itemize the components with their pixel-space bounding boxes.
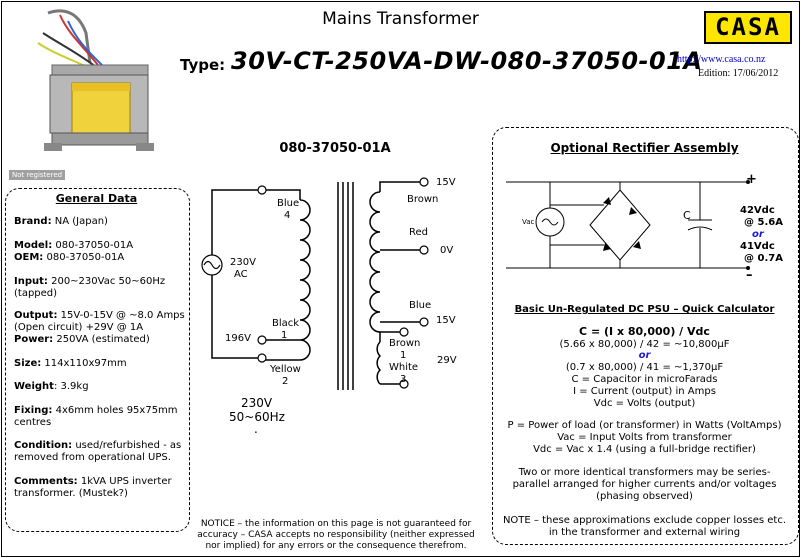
secondary-blue-label: Blue	[409, 300, 432, 311]
secondary-brown-label: Brown	[407, 194, 439, 205]
secondary-red-label: Red	[409, 227, 428, 238]
output-42v: 42Vdc	[740, 205, 775, 216]
calc-def-i: I = Current (output) in Amps	[573, 386, 716, 397]
primary-yellow-number: 2	[282, 376, 289, 387]
primary-black-label: Black	[272, 318, 300, 329]
rating-frequency: 50~60Hz	[229, 410, 285, 424]
source-voltage-label: 230V	[230, 257, 256, 268]
type-label: Type:	[180, 56, 226, 74]
vac-label: Vac	[522, 218, 535, 226]
primary-black-number: 1	[281, 330, 288, 341]
dc-minus: –	[746, 268, 753, 283]
secondary-15v-bottom: 15V	[436, 315, 456, 326]
type-value: 30V-CT-250VA-DW-080-37050-01A	[231, 47, 703, 75]
condition-row: Condition: used/refurbished - as removed…	[14, 440, 182, 463]
aux-white-label: White	[389, 362, 419, 373]
weight-row: Weight: 3.9kg	[14, 381, 89, 392]
calculator-title: Basic Un-Regulated DC PSU – Quick Calcul…	[514, 304, 775, 315]
rectifier-title: Optional Rectifier Assembly	[550, 141, 739, 155]
capacitor-label: C	[683, 209, 691, 222]
page-title: Mains Transformer	[322, 9, 479, 29]
output-42v-current: @ 5.6A	[744, 217, 783, 228]
general-data-box	[5, 188, 190, 532]
rating-dot: .	[254, 422, 258, 436]
power-row: Power: 250VA (estimated)	[14, 334, 150, 345]
primary-yellow-label: Yellow	[270, 364, 301, 375]
casa-logo: CASA	[704, 11, 792, 44]
output-41v-current: @ 0.7A	[744, 253, 783, 264]
aux-white-number: 3	[400, 374, 407, 385]
aux-brown-number: 1	[400, 350, 407, 361]
calc-def-c: C = Capacitor in microFarads	[571, 374, 718, 385]
rating-voltage: 230V	[241, 396, 273, 410]
website-link[interactable]: http://www.casa.co.nz	[677, 54, 766, 65]
aux-29v: 29V	[437, 355, 457, 366]
calc-def-vdc: Vdc = Volts (output)	[593, 398, 696, 409]
brand-row: Brand: NA (Japan)	[14, 216, 108, 227]
calc-power-def: P = Power of load (or transformer) in Wa…	[507, 420, 782, 431]
transformer-schematic	[201, 177, 429, 390]
approx-note-2: in the transformer and external wiring	[548, 527, 741, 538]
output-row: Output: 15V-0-15V @ ~8.0 Amps (Open circ…	[14, 310, 185, 333]
output-or: or	[752, 229, 764, 240]
general-data-title: General Data	[55, 192, 138, 205]
aux-brown-label: Brown	[389, 338, 421, 349]
calc-vac-def: Vac = Input Volts from transformer	[557, 432, 732, 443]
series-note-2: parallel arranged for higher currents an…	[512, 479, 777, 490]
disclaimer-notice: NOTICE – the information on this page is…	[197, 519, 475, 551]
fixing-row: Fixing: 4x6mm holes 95x75mm centres	[14, 405, 178, 428]
calc-or: or	[638, 350, 651, 361]
rectifier-schematic	[506, 180, 750, 270]
comments-row: Comments: 1kVA UPS inverter transformer.…	[14, 476, 172, 499]
calc-example-1: (5.66 x 80,000) / 42 = ~10,800µF	[559, 339, 730, 350]
calc-formula: C = (I x 80,000) / Vdc	[579, 325, 710, 338]
calc-vdc-formula: Vdc = Vac x 1.4 (using a full-bridge rec…	[533, 444, 756, 455]
secondary-0v: 0V	[440, 245, 454, 256]
series-note-1: Two or more identical transformers may b…	[518, 467, 771, 478]
model-row: Model: 080-37050-01A	[14, 240, 134, 251]
secondary-15v-top: 15V	[436, 177, 456, 188]
transformer-photo	[8, 3, 166, 181]
series-note-3: (phasing observed)	[596, 491, 693, 502]
tap-196v-label: 196V	[225, 333, 251, 344]
oem-row: OEM: 080-37050-01A	[14, 252, 125, 263]
primary-blue-label: Blue	[277, 198, 300, 209]
dc-plus: +	[746, 172, 757, 187]
diagram-model-number: 080-37050-01A	[279, 141, 391, 156]
primary-blue-number: 4	[284, 210, 291, 221]
edition-date: Edition: 17/06/2012	[698, 68, 779, 79]
input-row: Input: 200~230Vac 50~60Hz (tapped)	[14, 276, 166, 299]
not-registered-badge: Not registered	[9, 170, 66, 180]
rectifier-box	[492, 127, 799, 545]
size-row: Size: 114x110x97mm	[14, 358, 127, 369]
calc-example-2: (0.7 x 80,000) / 41 = ~1,370µF	[565, 362, 724, 373]
output-41v: 41Vdc	[740, 241, 775, 252]
source-ac-label: AC	[234, 269, 248, 280]
approx-note-1: NOTE – these approximations exclude copp…	[502, 515, 787, 526]
